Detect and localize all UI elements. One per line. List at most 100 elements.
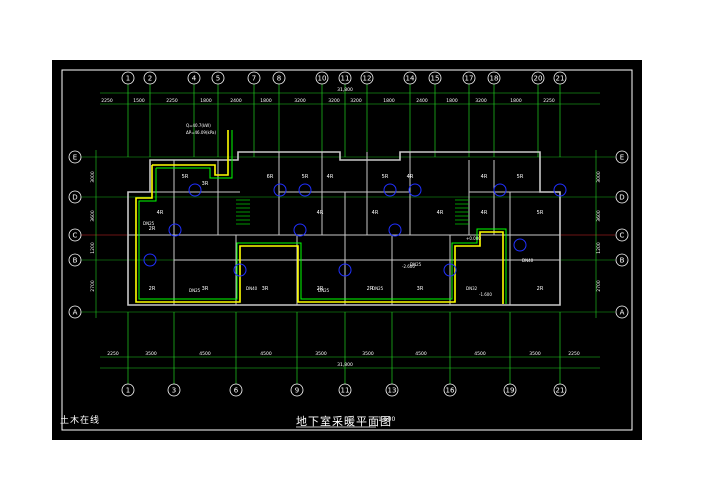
pipe-annotation: Q=40.7(kW) [186,123,211,128]
axis-bubble-left [68,190,82,204]
axis-bubble-top [531,71,545,85]
axis-bubble-top [121,71,135,85]
radiator-symbol [168,223,182,237]
room-load-label: 4R [317,210,324,216]
drawing-scale: 1:100 [378,416,396,423]
room-load-label: 3R [262,286,269,292]
bottom-dimension-value: 3500 [529,351,541,357]
radiator-symbol [388,223,402,237]
heating-return-pipe [138,130,507,304]
top-dimension-value: 1800 [510,98,522,104]
axis-bubble-top [272,71,286,85]
axis-bubble-bottom-label: 19 [506,387,515,395]
axis-bubble-right [615,190,629,204]
axis-bubble-bottom-label: 6 [234,387,239,395]
bottom-dimension-value: 4500 [199,351,211,357]
heating-supply-pipe [135,130,504,304]
radiators [143,183,567,277]
radiator-symbol [188,183,202,197]
room-load-label: 4R [372,210,379,216]
right-dimension-value: 2700 [596,280,602,292]
room-load-label: 2R [537,286,544,292]
room-load-label: 3R [202,181,209,187]
left-dimension-value: 3000 [90,171,96,183]
room-load-label: 2R [149,286,156,292]
radiator-symbol [273,183,287,197]
top-dimension-value: 2250 [166,98,178,104]
radiator-symbol [408,183,422,197]
drawing-title: 地下室采暖平面图 [296,415,392,428]
axis-bubble-top [315,71,329,85]
room-load-label: 4R [407,174,414,180]
axis-bubble-top [360,71,374,85]
bottom-dimension-value: 4500 [415,351,427,357]
axis-bubble-left-label: D [72,194,77,202]
left-dimension-value: 1200 [90,242,96,254]
axis-bubble-bottom [290,383,304,397]
axis-bubble-left-label: A [73,309,78,317]
bottom-dimension-value: 4500 [474,351,486,357]
pipe-annotation: -2.600 [402,264,415,269]
room-load-label: 5R [302,174,309,180]
axis-bubble-top-label: 14 [406,75,415,83]
axis-bubble-bottom-label: 11 [341,387,350,395]
axis-bubble-right-label: D [619,194,624,202]
axis-bubble-right-label: C [620,232,625,240]
axis-bubble-bottom-label: 3 [172,387,176,395]
left-dimension-value: 2700 [90,280,96,292]
axis-bubble-top [553,71,567,85]
top-dimension-value: 2400 [230,98,242,104]
axis-bubble-top-label: 4 [192,75,197,83]
room-load-label: 4R [481,210,488,216]
axis-bubble-left [68,253,82,267]
room-load-label: 6R [267,174,274,180]
axis-bubble-bottom [167,383,181,397]
axis-bubble-top [403,71,417,85]
axis-bubble-bottom [443,383,457,397]
top-dimension-value: 2400 [416,98,428,104]
top-dimension-value: 2250 [101,98,113,104]
axis-bubble-left-label: B [73,257,78,265]
axis-bubble-bottom-label: 13 [388,387,397,395]
bottom-dimension-value: 3500 [315,351,327,357]
axis-bubble-top [487,71,501,85]
axis-bubble-top [247,71,261,85]
top-dimension-value: 1800 [383,98,395,104]
room-load-label: 2R [367,286,374,292]
pipe-annotation: DN25 [143,221,155,226]
axis-bubble-top-label: 12 [363,75,372,83]
axis-bubble-bottom-label: 9 [295,387,299,395]
axis-bubble-left-label: C [73,232,78,240]
pipe-annotation: +0.000 [466,236,481,241]
pipe-annotation: -1.600 [479,292,492,297]
pipe-annotation: ΔP=46.09(kPa) [186,130,217,135]
axis-bubble-bottom-label: 21 [556,387,565,395]
axis-bubble-top-label: 21 [556,75,565,83]
axis-bubble-bottom [553,383,567,397]
top-dimension-value: 3200 [350,98,362,104]
right-dimension-value: 3600 [596,210,602,222]
room-load-label: 5R [382,174,389,180]
radiator-symbol [298,183,312,197]
radiator-symbol [143,253,157,267]
pipe-annotation: DN25 [189,288,201,293]
radiator-symbol [553,183,567,197]
radiator-symbol [233,263,247,277]
axis-bubble-top-label: 20 [534,75,543,83]
right-dimension-value: 1200 [596,242,602,254]
top-dimension-value: 1800 [260,98,272,104]
bottom-dimension-value: 3500 [145,351,157,357]
sheet-border [61,69,633,431]
room-load-label: 2R [149,226,156,232]
pipe-annotation: DN25 [318,288,330,293]
room-load-label: 4R [157,210,164,216]
right-dimension-value: 3000 [596,171,602,183]
axis-bubble-bottom-label: 16 [446,387,455,395]
axis-bubble-right [615,253,629,267]
overall-dimension-value: 31,800 [337,362,353,368]
